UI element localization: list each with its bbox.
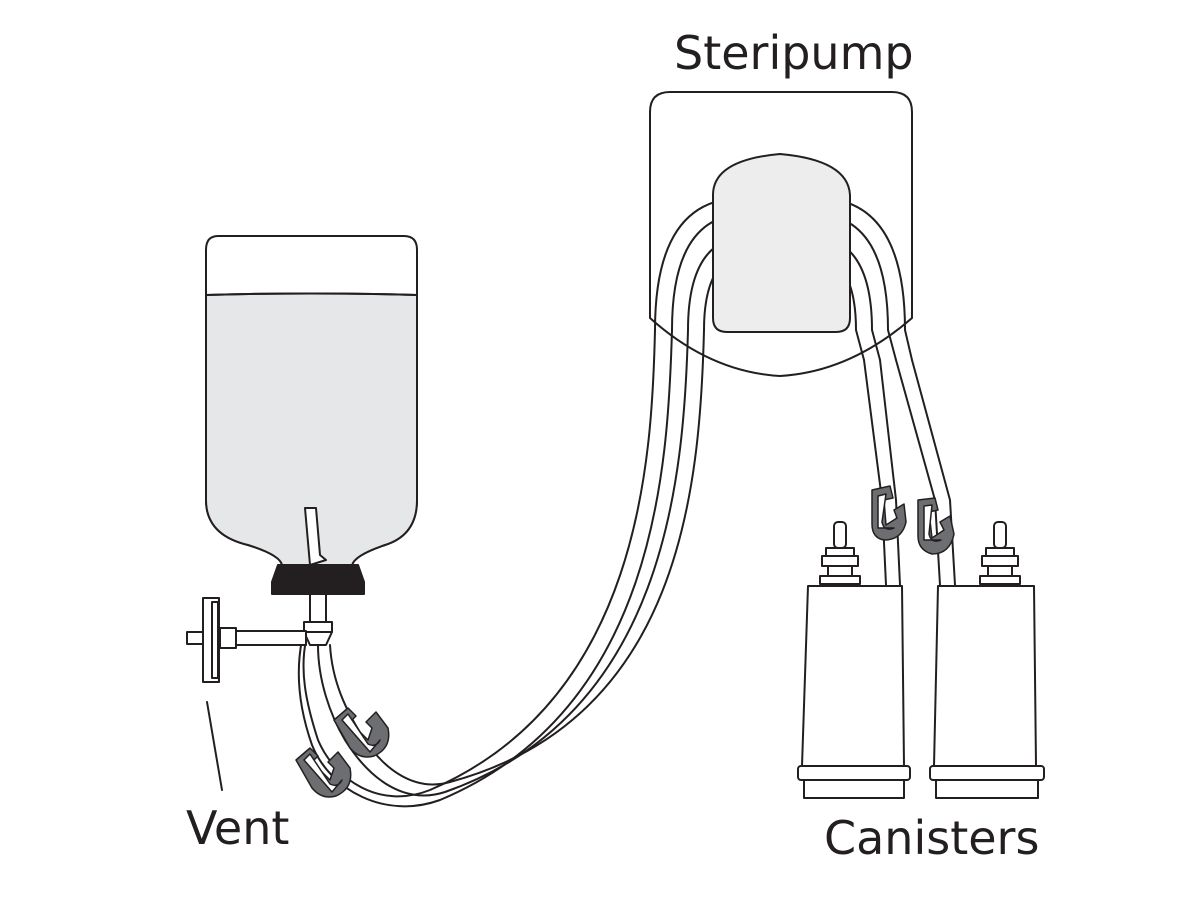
vent-leader-line bbox=[206, 701, 223, 791]
clamp-inlet-lower bbox=[295, 747, 352, 798]
media-bottle bbox=[205, 235, 418, 646]
bottle-cap bbox=[271, 564, 365, 595]
steripump-label: Steripump bbox=[674, 26, 914, 80]
vent-filter bbox=[186, 597, 307, 791]
clamp-outlet-left bbox=[871, 485, 907, 541]
canisters-label: Canisters bbox=[824, 811, 1040, 865]
vent-label: Vent bbox=[186, 801, 290, 855]
clamp-inlet-upper bbox=[333, 707, 390, 758]
pump-head bbox=[712, 153, 851, 333]
canister-left bbox=[797, 521, 911, 799]
clamp-outlet-right bbox=[917, 497, 955, 555]
canister-right bbox=[929, 521, 1045, 799]
